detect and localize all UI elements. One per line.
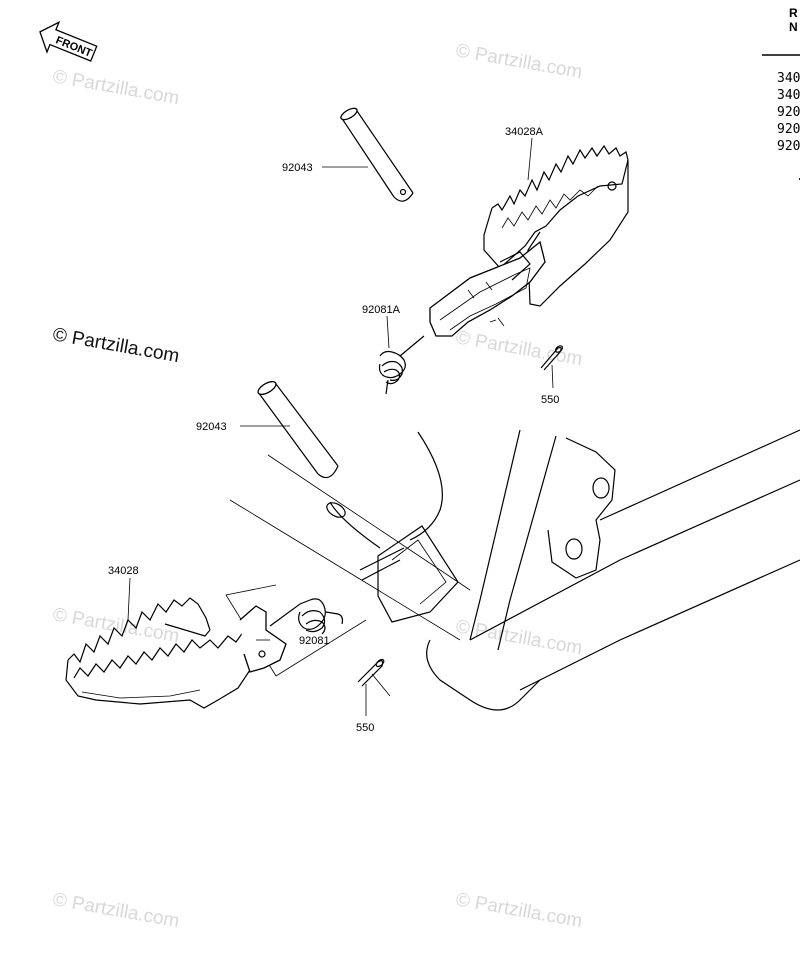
watermark-bottom-left: © Partzilla.com	[51, 889, 181, 932]
cotter-left-drawing	[357, 658, 391, 697]
table-row: 340	[777, 88, 800, 103]
pin-upper-drawing	[340, 107, 414, 202]
label-step-left: 34028	[108, 565, 139, 577]
label-pin-lower: 92043	[196, 421, 227, 433]
table-row: 920	[777, 139, 800, 154]
front-arrow-icon: FRONT	[39, 20, 98, 62]
leader-spring-right	[386, 315, 390, 349]
watermark-lower-left: © Partzilla.com	[51, 604, 181, 647]
frame-drawing	[225, 429, 800, 711]
label-cotter-left: 550	[356, 722, 374, 734]
leader-step-left	[127, 577, 131, 621]
leader-cotter-right	[551, 364, 554, 389]
label-step-right: 34028A	[505, 126, 544, 138]
cotter-right-drawing	[540, 345, 564, 371]
label-spring-left: 92081	[299, 635, 330, 647]
watermark-top-right: © Partzilla.com	[454, 40, 584, 83]
table-rows: 340 340 920 920 920 .	[777, 71, 800, 184]
watermark-top-left: © Partzilla.com	[51, 66, 181, 109]
pin-lower-drawing	[257, 381, 339, 479]
spring-right-drawing	[378, 335, 425, 395]
table-row: 920	[777, 122, 800, 137]
watermark-mid-right: © Partzilla.com	[454, 327, 584, 370]
step-right-drawing	[429, 144, 629, 337]
table-row: 920	[777, 105, 800, 120]
table-header-1: R	[789, 6, 798, 20]
step-left-drawing	[65, 597, 287, 709]
label-pin-upper: 92043	[282, 162, 313, 174]
table-row: 340	[777, 71, 800, 86]
label-cotter-right: 550	[541, 394, 559, 406]
table-footnote: .	[796, 169, 800, 184]
label-spring-right: 92081A	[362, 304, 401, 316]
watermark-main: © Partzilla.com	[51, 324, 181, 367]
leader-step-right	[527, 137, 533, 181]
watermark-bottom-right: © Partzilla.com	[454, 889, 584, 932]
table-header-2: N	[789, 20, 798, 34]
spring-left-drawing	[269, 598, 344, 635]
